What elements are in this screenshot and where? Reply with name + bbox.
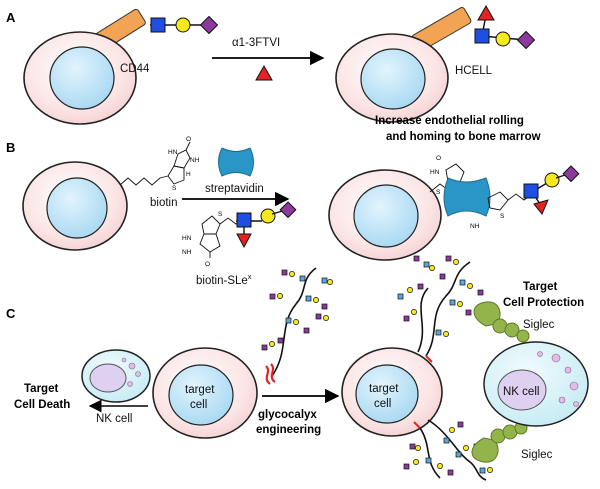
- siglec-label-upper: Siglec: [523, 319, 555, 331]
- enzyme-label: α1-3FTVI: [232, 37, 280, 49]
- protection-line2: Cell Protection: [503, 297, 584, 309]
- nk-cell-label: NK cell: [96, 413, 132, 425]
- biotin-sle-label: biotin-SLex: [196, 272, 252, 287]
- streptavidin-icon: [218, 147, 254, 177]
- chem-nh: NH: [190, 157, 200, 164]
- panel-c-letter: C: [6, 306, 16, 321]
- glycopolymer-upper: [397, 255, 484, 363]
- chem-h: H: [186, 171, 191, 178]
- chem-s2: S: [218, 211, 223, 218]
- chem-hn3: HN: [430, 169, 440, 176]
- nucleus: [49, 46, 115, 110]
- cell-cd44: [23, 8, 146, 125]
- nk-cell-inner-label: NK cell: [503, 386, 539, 398]
- chem-nh3: NH: [470, 223, 480, 230]
- outcome-line1: Increase endothelial rolling: [375, 115, 524, 127]
- outcome-line2: and homing to bone marrow: [386, 131, 541, 143]
- death-line1: Target: [24, 383, 58, 395]
- siglec-lower: [471, 421, 528, 463]
- target-cell-line2: cell: [190, 399, 207, 411]
- siglec-upper: [473, 301, 530, 343]
- cell-biotin: [22, 161, 128, 251]
- target-cell-engineered: [341, 347, 443, 437]
- nk-cell-large: [483, 341, 589, 427]
- diamond-glycan: [199, 15, 219, 35]
- chem-o3: O: [436, 155, 441, 162]
- nk-cell-small: [81, 349, 151, 403]
- engineered-target-line1: target: [369, 383, 399, 395]
- glycan-cd44: [150, 15, 219, 35]
- chem-hn2: HN: [182, 235, 192, 242]
- target-cell-line1: target: [185, 384, 215, 396]
- biotin-label: biotin: [150, 197, 178, 209]
- chem-s3: S: [436, 189, 441, 196]
- siglec-label-lower: Siglec: [521, 449, 553, 461]
- cell-streptavidin-bound: [328, 169, 442, 261]
- protection-line1: Target: [523, 281, 557, 293]
- chem-s: S: [172, 185, 177, 192]
- chem-o2: O: [205, 261, 210, 268]
- engineering-line2: engineering: [256, 424, 321, 436]
- engineering-line1: glycocalyx: [258, 409, 317, 421]
- chem-o: O: [186, 136, 191, 143]
- biotin-structure: [119, 141, 191, 186]
- glycopolymer-icon: [261, 267, 333, 385]
- chem-hn: HN: [168, 149, 178, 156]
- target-cell-center: [152, 347, 258, 439]
- engineered-target-line2: cell: [374, 398, 391, 410]
- chem-nh2: NH: [182, 249, 192, 256]
- cd44-label: CD44: [120, 63, 150, 75]
- glycan-hcell: [474, 4, 536, 50]
- cell-hcell: [335, 7, 472, 123]
- death-line2: Cell Death: [14, 399, 70, 411]
- panel-a-letter: A: [6, 10, 16, 25]
- biotin-slex-structure: [199, 201, 297, 258]
- circle-glycan: [175, 17, 191, 33]
- chem-s4: S: [500, 213, 505, 220]
- hcell-label: HCELL: [455, 65, 493, 77]
- panel-b-letter: B: [6, 140, 15, 155]
- square-glycan: [150, 17, 166, 33]
- glycopolymer-lower: [403, 419, 493, 481]
- fucose-triangle-icon: [255, 64, 273, 81]
- biotin-streptavidin-complex: [429, 163, 580, 217]
- streptavidin-label: streptavidin: [205, 183, 264, 195]
